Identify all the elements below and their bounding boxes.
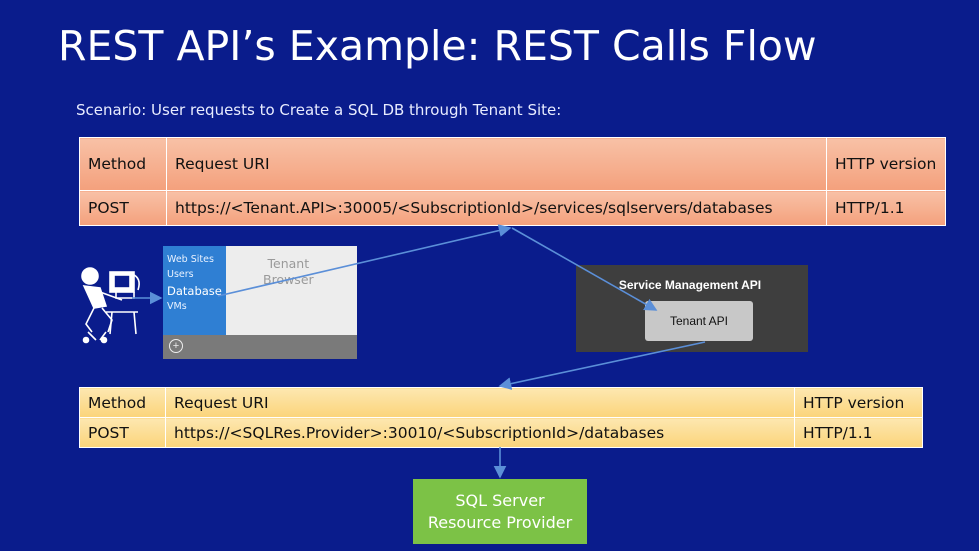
method-header: Method bbox=[79, 387, 166, 418]
tenant-browser-window: Web Sites Users Database VMs Tenant Brow… bbox=[163, 246, 357, 359]
sql-request-table: Method Request URI HTTP version POST htt… bbox=[79, 387, 923, 448]
browser-sidebar: Web Sites Users Database VMs bbox=[163, 246, 226, 335]
browser-bottom-bar: + bbox=[163, 335, 357, 359]
sql-server-resource-provider-box: SQL Server Resource Provider bbox=[413, 479, 587, 544]
arrow-tenant-api-to-sql-table bbox=[498, 341, 706, 390]
http-version-header: HTTP version bbox=[826, 137, 946, 191]
user-at-computer-icon bbox=[81, 267, 140, 344]
http-version-value: HTTP/1.1 bbox=[794, 417, 923, 448]
request-uri-value: https://<SQLRes.Provider>:30010/<Subscri… bbox=[165, 417, 795, 448]
request-uri-value: https://<Tenant.API>:30005/<Subscription… bbox=[166, 190, 827, 226]
scenario-subtitle: Scenario: User requests to Create a SQL … bbox=[76, 101, 562, 119]
service-management-api-box: Service Management API Tenant API bbox=[576, 265, 808, 352]
arrow-tenant-table-to-tenant-api bbox=[511, 227, 658, 311]
service-management-title: Service Management API bbox=[618, 278, 762, 292]
request-uri-header: Request URI bbox=[165, 387, 795, 418]
method-value: POST bbox=[79, 417, 166, 448]
method-header: Method bbox=[79, 137, 167, 191]
http-version-value: HTTP/1.1 bbox=[826, 190, 946, 226]
method-value: POST bbox=[79, 190, 167, 226]
arrow-browser-to-tenant-table bbox=[217, 224, 512, 297]
add-icon[interactable]: + bbox=[169, 339, 183, 353]
menu-item-database[interactable]: Database bbox=[167, 284, 222, 298]
menu-item-web-sites[interactable]: Web Sites bbox=[167, 254, 214, 265]
tenant-api-box: Tenant API bbox=[645, 301, 753, 341]
menu-item-users[interactable]: Users bbox=[167, 269, 194, 280]
slide-title: REST API’s Example: REST Calls Flow bbox=[58, 22, 817, 70]
menu-item-vms[interactable]: VMs bbox=[167, 301, 187, 312]
tenant-request-table: Method Request URI HTTP version POST htt… bbox=[79, 137, 946, 226]
